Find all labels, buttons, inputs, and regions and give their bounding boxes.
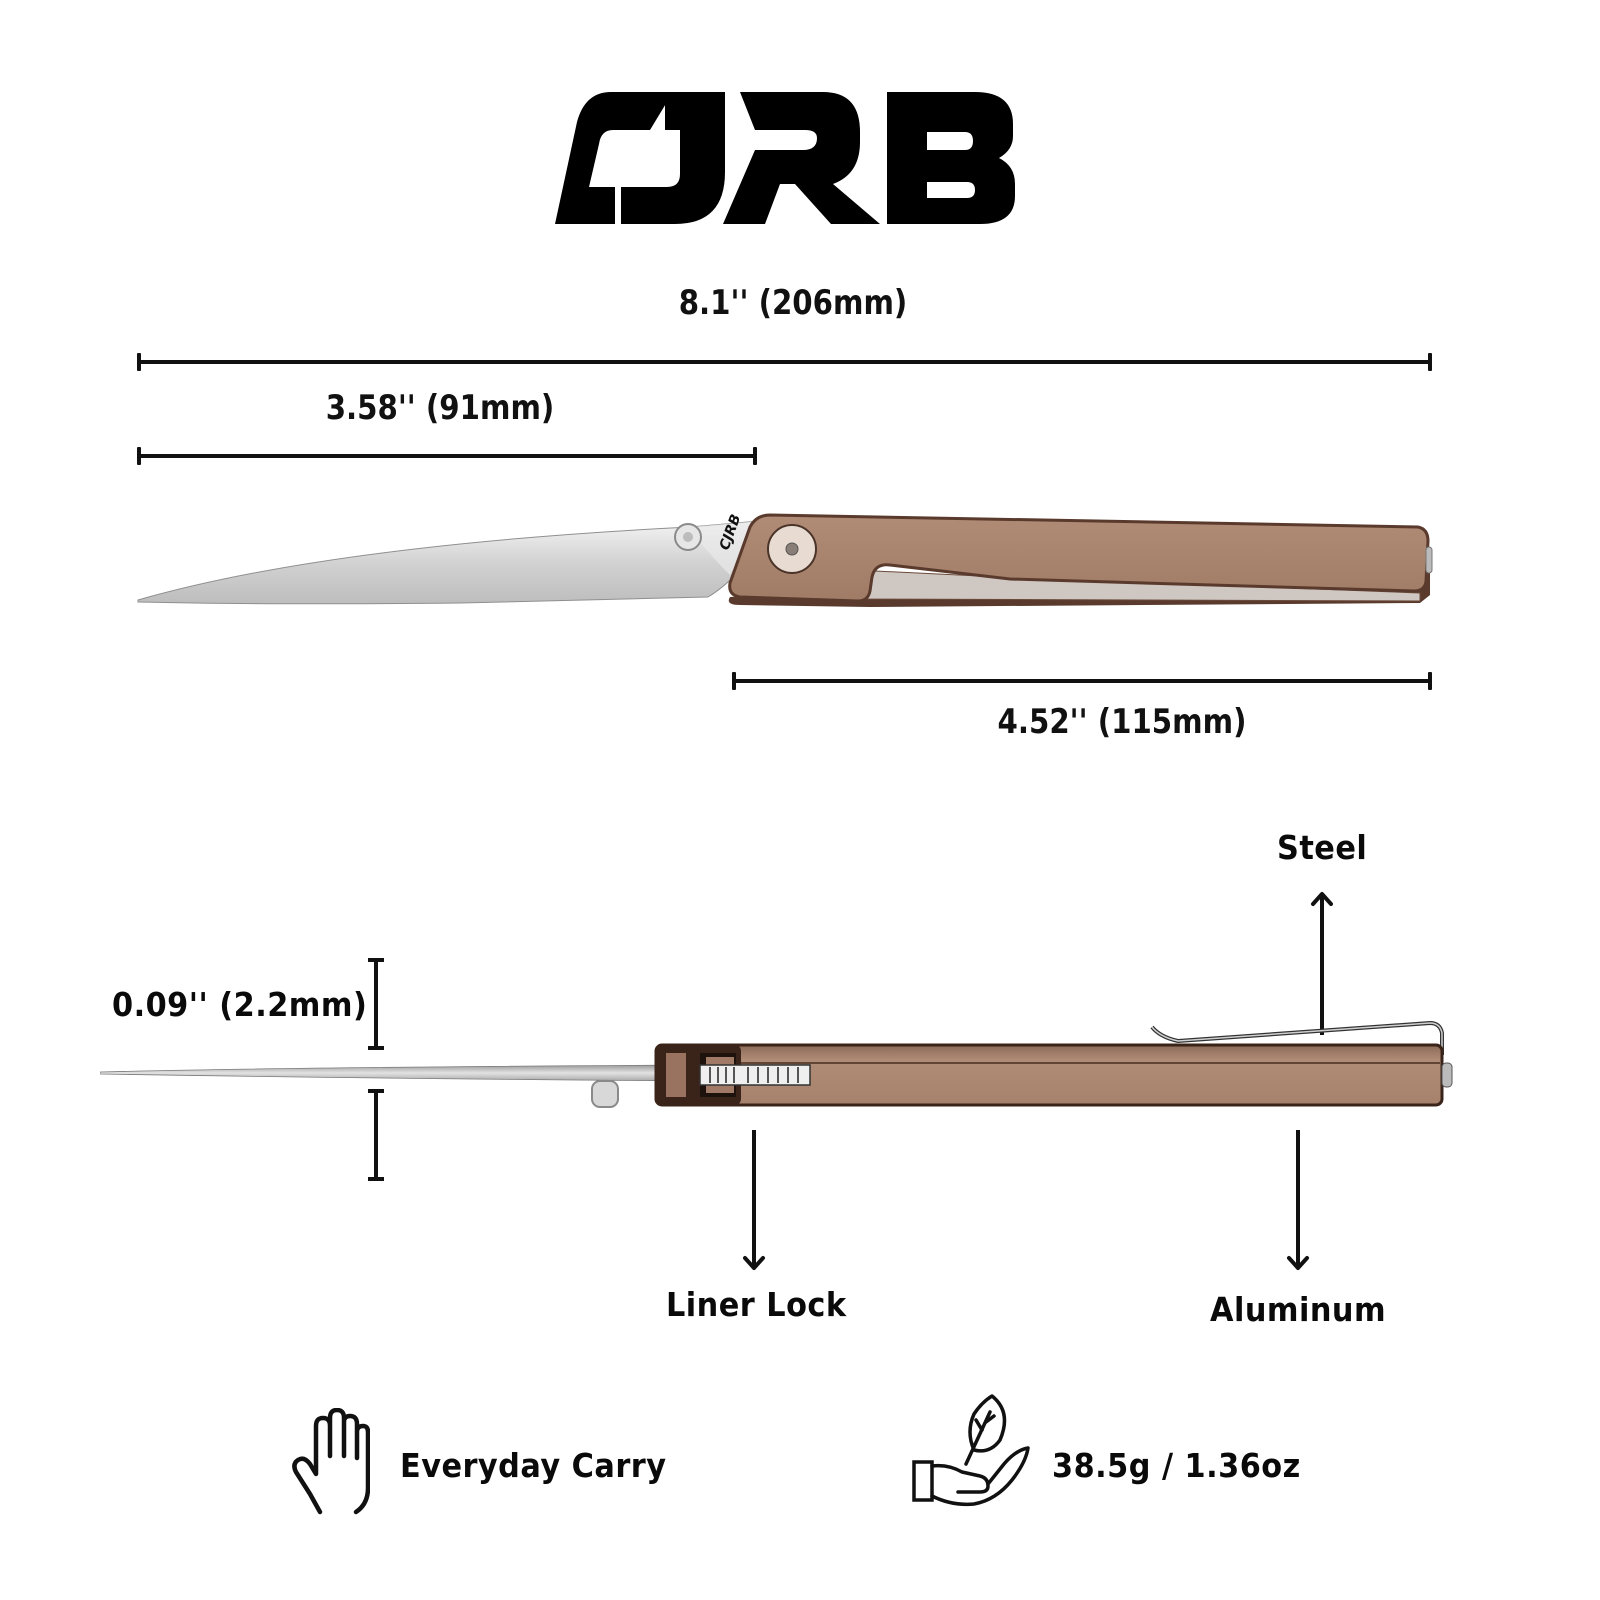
brand-logo: CJRB [555,92,1015,224]
clip-material-label: Steel [1277,828,1368,867]
liner-lock-arrow-down-icon [742,1130,766,1272]
steel-arrow-up-icon [1310,890,1334,1035]
hand-leaf-icon [912,1392,1032,1510]
lock-type-label: Liner Lock [666,1285,847,1324]
handle-length-line [732,672,1432,690]
thickness-line-bottom [368,1089,384,1181]
thumb-stud-side [591,1080,619,1108]
blade-thickness-label: 0.09'' (2.2mm) [112,985,368,1024]
blade [137,520,761,605]
handle-material-label: Aluminum [1210,1290,1387,1329]
weight-label: 38.5g / 1.36oz [1052,1446,1301,1485]
feature-weight: 38.5g / 1.36oz [912,1392,1332,1512]
handle-length-label: 4.52'' (115mm) [997,702,1247,742]
feature-everyday-carry: Everyday Carry [290,1408,690,1518]
overall-length-line [137,353,1432,371]
overall-length-label: 8.1'' (206mm) [678,283,908,323]
hand-icon [290,1408,370,1516]
blade-length-label: 3.58'' (91mm) [325,388,555,428]
everyday-carry-label: Everyday Carry [400,1446,667,1485]
thickness-line-top [368,958,384,1050]
blade-length-line [137,447,757,465]
aluminum-arrow-down-icon [1286,1130,1310,1272]
knife-spine-view [100,1015,1470,1115]
knife-side-view: CJRB [130,505,1460,635]
blade-spine [100,1064,711,1082]
cjrb-logo-graphic [555,92,1015,224]
